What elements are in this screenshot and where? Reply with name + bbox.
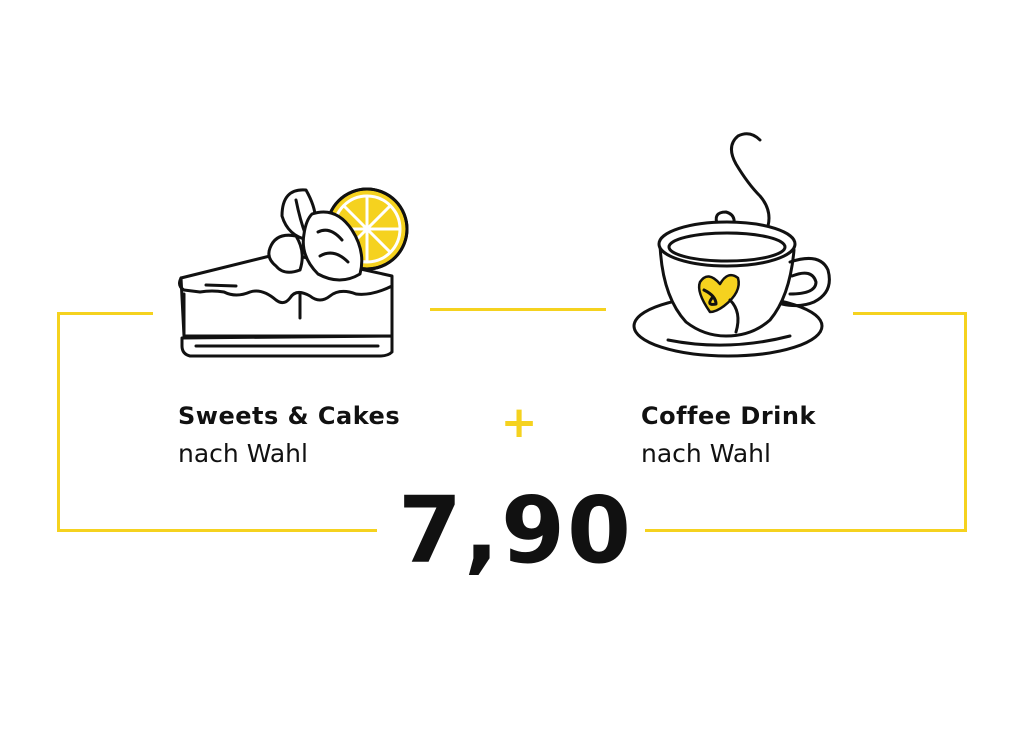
frame-line-right-vertical	[964, 312, 967, 532]
frame-line-left-vertical	[57, 312, 60, 532]
frame-line-left-top	[57, 312, 153, 315]
item2-title: Coffee Drink	[641, 402, 816, 430]
price: 7,90	[398, 477, 633, 584]
item1-subtitle: nach Wahl	[178, 439, 308, 468]
item2-subtitle: nach Wahl	[641, 439, 771, 468]
item1-title: Sweets & Cakes	[178, 402, 401, 430]
frame-line-right-top	[853, 312, 967, 315]
frame-line-right-bottom	[645, 529, 967, 532]
plus-sign: +	[500, 397, 538, 448]
coffee-cup-icon	[632, 132, 831, 358]
frame-line-left-bottom	[57, 529, 377, 532]
frame-line-middle	[430, 308, 606, 311]
steam-icon	[730, 132, 771, 228]
cake-slice-icon	[178, 187, 409, 358]
